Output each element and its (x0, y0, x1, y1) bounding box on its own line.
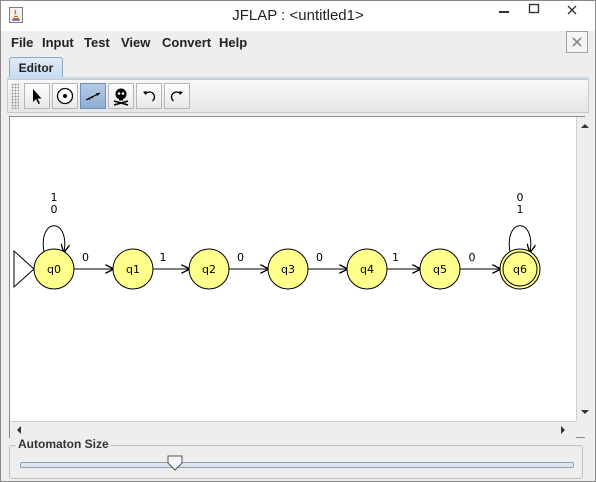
state-label-q0: q0 (47, 263, 61, 276)
tab-editor[interactable]: Editor (9, 57, 63, 78)
horizontal-scrollbar[interactable] (10, 421, 576, 438)
state-q1[interactable] (112, 248, 154, 290)
final-state-ring-q6 (502, 251, 538, 287)
state-label-q3: q3 (281, 263, 295, 276)
state-creator-tool[interactable] (52, 83, 78, 109)
self-loop-q6[interactable] (508, 225, 531, 252)
state-q3[interactable] (267, 248, 309, 290)
window-title: JFLAP : <untitled1> (232, 7, 364, 24)
scrollbar-corner (576, 421, 592, 437)
redo-button[interactable] (164, 83, 190, 109)
minimize-icon (499, 11, 509, 13)
state-label-q6: q6 (513, 263, 527, 276)
transition-label-q6-q6: 0 (517, 191, 524, 204)
state-label-q4: q4 (360, 263, 374, 276)
title-bar: JFLAP : <untitled1> (1, 1, 595, 31)
menu-convert[interactable]: Convert (162, 35, 212, 50)
skull-crossbones-icon (113, 88, 129, 106)
close-icon (567, 5, 577, 15)
maximize-icon (528, 3, 540, 14)
pointer-arrow-icon (33, 89, 42, 104)
transition-label-q4-q5: 1 (392, 251, 399, 264)
transition-creator-tool[interactable] (80, 83, 106, 109)
maximize-button[interactable] (517, 1, 551, 23)
transition-label-q0-q0: 1 (51, 191, 58, 204)
transition-label-q6-q6: 1 (517, 203, 524, 216)
java-app-icon[interactable] (9, 7, 23, 23)
transition-label-q2-q3: 0 (237, 251, 244, 264)
menu-help[interactable]: Help (219, 35, 248, 50)
transition-label-q0-q1: 0 (82, 251, 89, 264)
state-circle-icon (56, 87, 74, 105)
menu-view[interactable]: View (121, 35, 151, 50)
automaton-size-track[interactable] (20, 462, 574, 468)
automaton-size-panel: Automaton Size (9, 437, 583, 479)
scroll-right-arrow-icon[interactable] (556, 422, 570, 438)
redo-icon (170, 91, 183, 102)
editor-toolbar (7, 79, 589, 113)
state-label-q1: q1 (126, 263, 140, 276)
close-tab-button[interactable] (566, 31, 588, 53)
self-loop-q0[interactable] (42, 225, 65, 252)
state-q6[interactable] (499, 248, 541, 290)
state-label-q2: q2 (202, 263, 216, 276)
menu-file[interactable]: File (11, 35, 34, 50)
initial-state-marker (13, 249, 35, 289)
state-q5[interactable] (419, 248, 461, 290)
scroll-down-arrow-icon[interactable] (577, 405, 593, 419)
menu-bar: File Input Test View Convert Help (1, 31, 595, 53)
close-icon (572, 37, 582, 47)
undo-button[interactable] (136, 83, 162, 109)
attribute-editor-tool[interactable] (24, 83, 50, 109)
undo-icon (143, 91, 156, 102)
close-button[interactable] (549, 1, 595, 23)
automaton-size-label: Automaton Size (16, 437, 111, 451)
transition-label-q1-q2: 1 (160, 251, 167, 264)
minimize-button[interactable] (487, 1, 521, 23)
menu-test[interactable]: Test (84, 35, 110, 50)
scroll-left-arrow-icon[interactable] (12, 422, 26, 438)
scroll-up-arrow-icon[interactable] (577, 119, 593, 133)
tab-strip-line (7, 77, 589, 79)
state-q4[interactable] (346, 248, 388, 290)
state-label-q5: q5 (433, 263, 447, 276)
transition-label-q0-q0: 0 (51, 203, 58, 216)
transition-arrow-icon (85, 92, 101, 101)
state-q2[interactable] (188, 248, 230, 290)
deleter-tool[interactable] (108, 83, 134, 109)
toolbar-grip[interactable] (11, 83, 19, 109)
state-q0[interactable] (33, 248, 75, 290)
automaton-size-slider-thumb[interactable] (167, 455, 183, 471)
transition-label-q3-q4: 0 (316, 251, 323, 264)
menu-input[interactable]: Input (42, 35, 74, 50)
vertical-scrollbar[interactable] (576, 117, 593, 421)
transition-label-q5-q6: 0 (469, 251, 476, 264)
